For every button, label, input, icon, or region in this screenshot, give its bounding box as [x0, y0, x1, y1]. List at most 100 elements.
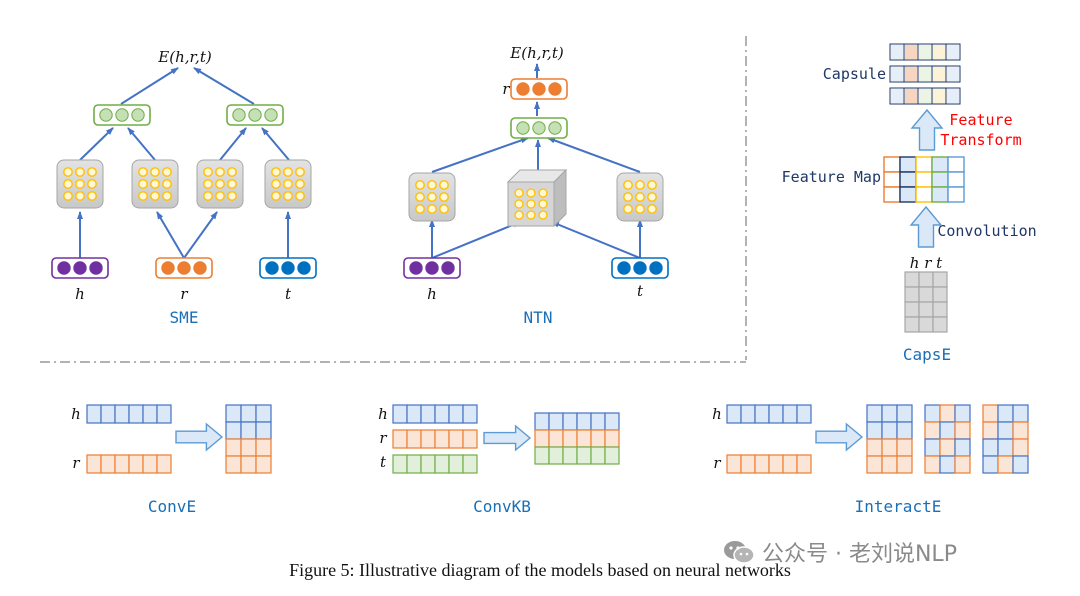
interacte-h-strip-cell	[740, 404, 756, 424]
capse-capsule-2	[889, 65, 961, 83]
conve-h-strip-cell	[156, 404, 172, 424]
convkb-stacked-matrix-cell	[590, 446, 606, 465]
convkb-r-strip	[392, 429, 478, 449]
convkb-h-strip-cell	[406, 404, 422, 424]
ntn-tensor-neuron	[514, 188, 524, 198]
interacte-permutation-1	[866, 404, 913, 474]
sme-h-embedding-dot	[57, 261, 71, 275]
capse-input-matrix-cell	[904, 271, 920, 288]
sme-r-embedding-dot	[177, 261, 191, 275]
capse-input-matrix-cell	[904, 286, 920, 303]
ntn-arrows	[429, 63, 643, 259]
convkb-stacked-matrix-cell	[548, 412, 564, 431]
watermark: 公众号 · 老刘说NLP	[722, 536, 957, 568]
convkb-h-strip-cell	[392, 404, 408, 424]
convkb-diagram: h r t ConvKB	[378, 404, 620, 516]
capse-capsule-1	[889, 43, 961, 61]
conve-reshaped-matrix-cell	[240, 455, 257, 474]
interacte-h-strip-cell	[796, 404, 812, 424]
conve-r-strip-cell	[142, 454, 158, 474]
capse-capsule-fill	[933, 89, 945, 103]
ntn-hidden-right-neuron	[647, 204, 657, 214]
figure-caption: Figure 5: Illustrative diagram of the mo…	[289, 560, 791, 580]
sme-hidden-1	[56, 159, 104, 209]
interacte-h-strip-cell	[726, 404, 742, 424]
sme-hidden-1-neuron	[75, 191, 85, 201]
conve-reshaped-matrix-cell	[225, 404, 242, 423]
sme-t-embedding	[259, 257, 317, 279]
capse-capsule-fill	[919, 89, 931, 103]
sme-arrows	[77, 67, 291, 259]
sme-hidden-3	[196, 159, 244, 209]
ntn-tensor-neuron	[526, 188, 536, 198]
interacte-permutation-2-cell	[924, 404, 941, 423]
conve-reshaped-matrix-cell	[225, 421, 242, 440]
interacte-h-strip-cell	[768, 404, 784, 424]
convkb-t-strip-cell	[406, 454, 422, 474]
ntn-hidden-left-neuron	[439, 204, 449, 214]
ntn-hidden-left-neuron	[415, 204, 425, 214]
interacte-permutation-1-cell	[896, 404, 913, 423]
ntn-tensor-cube	[506, 168, 568, 228]
convkb-r-strip-cell	[420, 429, 436, 449]
conve-reshaped-matrix-cell	[255, 455, 272, 474]
sme-hidden-4-neuron	[271, 179, 281, 189]
sme-hidden-2-neuron	[162, 179, 172, 189]
capse-feature-map-cell	[899, 186, 917, 203]
convkb-r-label: r	[379, 429, 387, 447]
sme-hidden-3-neuron	[227, 179, 237, 189]
capse-capsule-fill	[905, 45, 917, 59]
interacte-permutation-1-cell	[866, 404, 883, 423]
convkb-stacked-matrix-cell	[562, 446, 578, 465]
capse-capsule-fill	[933, 67, 945, 81]
interacte-permutation-1-cell	[881, 455, 898, 474]
capse-feature-map	[883, 156, 965, 203]
interacte-permutation-3-cell	[982, 455, 999, 474]
capse-feature-map-cell	[931, 171, 949, 188]
sme-combine-right-dot	[232, 108, 246, 122]
interacte-permutation-2-cell	[939, 404, 956, 423]
interacte-permutation-1-cell	[866, 455, 883, 474]
capse-feature-map-cell	[947, 186, 965, 203]
conve-reshaped-matrix-cell	[255, 404, 272, 423]
convkb-stacked-matrix-cell	[562, 429, 578, 448]
interacte-h-strip-cell	[754, 404, 770, 424]
sme-hidden-1-neuron	[87, 167, 97, 177]
convkb-stacked-matrix-cell	[562, 412, 578, 431]
conve-reshaped-matrix	[225, 404, 272, 474]
ntn-combine-dot	[516, 121, 530, 135]
ntn-t-embedding-dot	[649, 261, 663, 275]
conve-reshaped-matrix-cell	[240, 404, 257, 423]
ntn-h-embedding-dot	[409, 261, 423, 275]
capse-capsule-fill	[891, 45, 903, 59]
sme-hidden-2-neuron	[138, 191, 148, 201]
sme-hidden-4-neuron	[271, 167, 281, 177]
interacte-r-label: r	[713, 454, 721, 472]
ntn-t-embedding-dot	[633, 261, 647, 275]
interacte-permutation-2-cell	[954, 455, 971, 474]
sme-hidden-1-neuron	[75, 167, 85, 177]
capse-capsule-fill	[933, 45, 945, 59]
sme-hidden-1-neuron	[87, 179, 97, 189]
ntn-h-embedding	[403, 257, 461, 279]
conve-model-name: ConvE	[148, 497, 196, 516]
interacte-permutation-3-cell	[1012, 404, 1029, 423]
conve-reshaped-matrix-cell	[240, 421, 257, 440]
convkb-t-strip-cell	[448, 454, 464, 474]
sme-combine-right	[226, 104, 284, 126]
ntn-hidden-left-neuron	[427, 204, 437, 214]
convkb-t-strip	[392, 454, 478, 474]
convkb-stacked-matrix-cell	[548, 429, 564, 448]
interacte-diagram: h r InteractE	[712, 404, 1029, 516]
convkb-r-strip-cell	[406, 429, 422, 449]
capse-feature-map-cell	[931, 186, 949, 203]
sme-hidden-1-neuron	[63, 167, 73, 177]
convkb-stacked-matrix	[534, 412, 620, 465]
ntn-hidden-right-neuron	[635, 192, 645, 202]
ntn-hidden-right-neuron	[635, 204, 645, 214]
sme-hidden-2-neuron	[150, 191, 160, 201]
conve-r-strip-cell	[114, 454, 130, 474]
sme-combine-left-dot	[115, 108, 129, 122]
interacte-permutation-1-cell	[881, 421, 898, 440]
capse-input-matrix-cell	[932, 271, 948, 288]
